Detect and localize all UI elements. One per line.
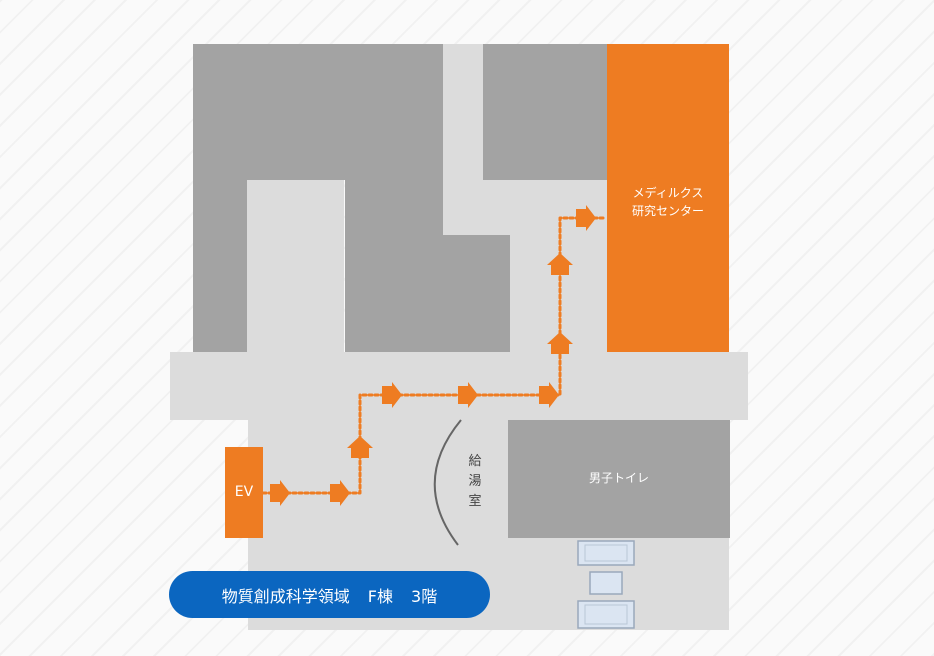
west-vertical-corridor — [247, 180, 344, 355]
north-west-building-block — [193, 44, 510, 352]
badge-building-name: 物質創成科学領域 — [221, 586, 350, 606]
fixture-sink-1-inner — [584, 544, 628, 562]
medix-label-line1: メディルクス — [632, 186, 704, 200]
elevator-label: EV — [234, 484, 254, 500]
route-arrows — [270, 205, 596, 506]
route-arrow-right-icon — [270, 480, 290, 506]
medix-label-line2: 研究センター — [631, 204, 704, 218]
kitchenette-char-2: 湯 — [468, 474, 482, 489]
kitchenette-char-1: 給 — [468, 454, 482, 469]
medix-research-center-label: メディルクス 研究センター — [607, 184, 729, 220]
floor-location-badge: 物質創成科学領域 F棟 3階 — [169, 571, 490, 618]
north-east-building-block — [483, 44, 607, 180]
building-blocks — [193, 44, 730, 538]
medix-research-center[interactable] — [607, 44, 729, 352]
badge-wing: F棟 — [367, 586, 394, 606]
kitchenette-char-3: 室 — [468, 494, 482, 509]
route-arrow-right-icon — [330, 480, 350, 506]
badge-floor: 3階 — [411, 586, 438, 606]
route-arrow-up-icon — [347, 436, 373, 458]
central-vertical-corridor — [443, 44, 483, 235]
route-arrow-up-icon — [547, 253, 573, 275]
east-corridor-strip — [730, 352, 748, 420]
mens-toilet-label: 男子トイレ — [588, 471, 649, 485]
elevator[interactable] — [225, 447, 263, 538]
toilet-block — [508, 420, 730, 538]
kitchenette-label: 給 湯 室 — [466, 452, 484, 512]
route-arrow-right-icon — [576, 205, 596, 231]
toilet-fixtures — [577, 540, 635, 629]
fixture-sink-3-inner — [584, 604, 628, 625]
route-arrow-up-icon — [547, 332, 573, 354]
route-arrow-right-icon — [458, 382, 478, 408]
fixture-sink-2 — [589, 571, 623, 595]
route-arrow-right-icon — [382, 382, 402, 408]
route-arrow-right-icon — [539, 382, 559, 408]
kitchenette-wall-arc — [433, 419, 462, 546]
